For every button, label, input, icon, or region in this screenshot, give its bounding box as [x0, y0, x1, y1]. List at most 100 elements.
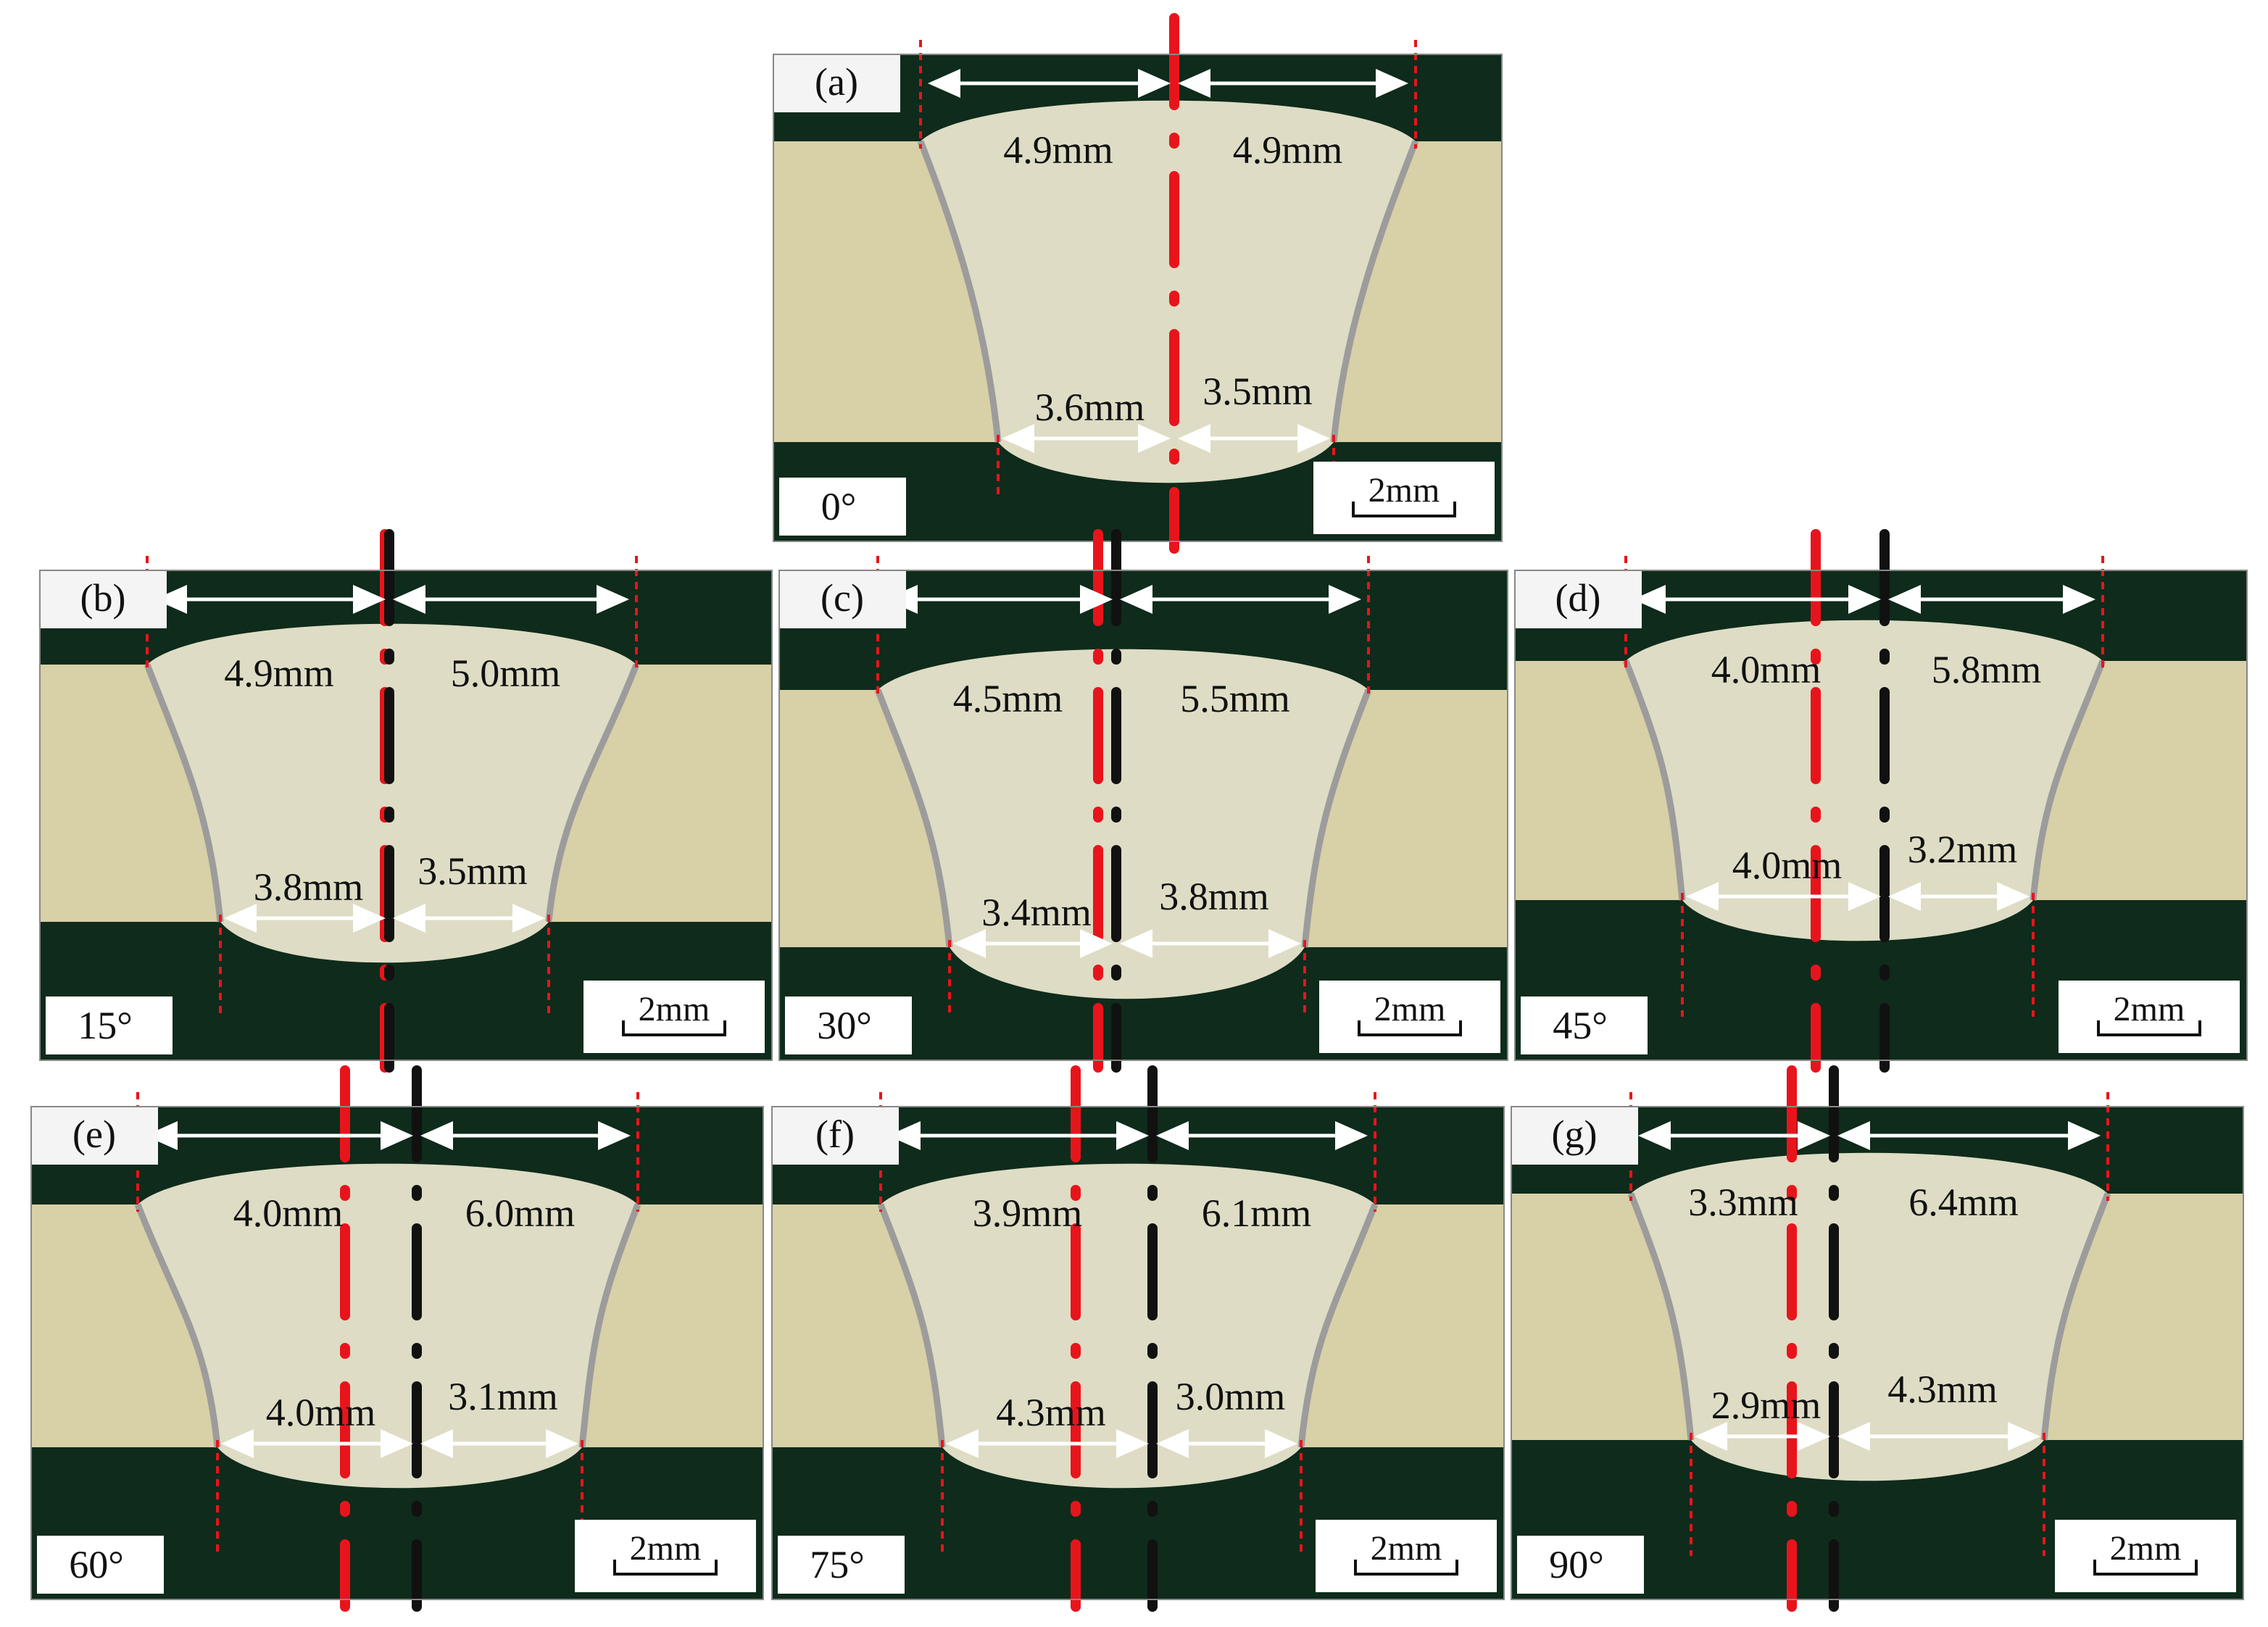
top-left-width-label: 4.0mm	[1711, 648, 1822, 691]
top-right-width-label: 5.8mm	[1932, 648, 2042, 691]
panel-label: (g)	[1552, 1112, 1598, 1156]
panel-label: (b)	[80, 576, 126, 620]
fusion-line-right	[2040, 1192, 2111, 1441]
scale-bar-box	[583, 981, 765, 1053]
scale-bar-label: 2mm	[630, 1529, 702, 1568]
angle-label: 75°	[810, 1543, 865, 1586]
top-left-width-label: 4.9mm	[224, 652, 334, 695]
scale-bar-label: 2mm	[1368, 471, 1440, 509]
panel-image-b	[40, 570, 772, 1060]
bottom-left-width-label: 3.8mm	[254, 865, 364, 909]
angle-label-box	[779, 478, 906, 536]
panel-image-g	[1511, 1107, 2243, 1599]
top-left-width-label: 3.9mm	[973, 1191, 1083, 1235]
fusion-line-right	[1330, 140, 1419, 443]
fusion-line-right	[545, 663, 640, 923]
fusion-line-right	[578, 1203, 641, 1448]
top-right-width-label: 6.1mm	[1202, 1191, 1312, 1235]
panel-frame	[773, 54, 1503, 542]
bottom-right-width-label: 3.5mm	[1202, 370, 1313, 413]
angle-label: 90°	[1549, 1543, 1604, 1586]
fusion-line-left	[134, 1203, 221, 1448]
panel-label: (f)	[815, 1112, 855, 1156]
scale-bar-label: 2mm	[1374, 990, 1446, 1028]
fusion-line-right	[2030, 659, 2106, 901]
angle-label-box	[778, 1536, 905, 1594]
panel-image-f	[772, 1107, 1504, 1599]
scale-bar-box	[2059, 981, 2240, 1053]
panel-label-box	[31, 1107, 158, 1165]
bottom-right-width-label: 3.2mm	[1908, 828, 2018, 871]
top-right-width-label: 6.0mm	[465, 1191, 576, 1235]
scale-bar-label: 2mm	[639, 990, 710, 1028]
weld-bead	[1631, 1152, 2108, 1481]
panel-label: (d)	[1555, 576, 1601, 620]
bottom-left-width-label: 4.0mm	[266, 1391, 376, 1434]
weld-bead	[921, 100, 1416, 483]
panel-frame	[39, 570, 773, 1061]
angle-label: 0°	[821, 485, 857, 528]
panel-label-box	[779, 570, 906, 628]
panel-label-box	[1511, 1107, 1638, 1165]
bottom-left-width-label: 4.3mm	[996, 1391, 1106, 1434]
weld-bead	[1626, 620, 2103, 941]
panel-frame	[771, 1106, 1505, 1600]
scale-bar-line	[622, 1020, 726, 1036]
angle-label-box	[785, 996, 912, 1054]
bottom-left-width-label: 4.0mm	[1732, 844, 1843, 887]
scale-bar-box	[575, 1520, 756, 1592]
scale-bar-line	[2097, 1020, 2201, 1036]
fusion-line-left	[1622, 659, 1686, 901]
scale-bar-box	[1319, 981, 1500, 1053]
top-right-width-label: 6.4mm	[1908, 1181, 2019, 1224]
panel-f: 3.9mm 6.1mm 4.3mm 3.0mm (f) 75° 2mm	[771, 1065, 1505, 1612]
panel-image-e	[31, 1107, 763, 1599]
fusion-line-left	[917, 140, 1002, 443]
panel-label-box	[772, 1107, 899, 1165]
panel-image-a	[773, 54, 1502, 541]
scale-bar-line	[1358, 1020, 1462, 1036]
fusion-line-left	[874, 688, 953, 948]
scale-bar-box	[1316, 1520, 1497, 1592]
scale-bar-label: 2mm	[2114, 990, 2185, 1028]
scale-bar-box	[1313, 462, 1495, 534]
scale-bar-line	[1352, 502, 1456, 517]
panel-image-c	[779, 570, 1508, 1060]
panel-frame	[30, 1106, 764, 1600]
top-right-width-label: 5.5mm	[1180, 677, 1290, 720]
bottom-left-width-label: 3.6mm	[1035, 386, 1145, 429]
top-left-width-label: 4.5mm	[953, 677, 1063, 720]
angle-label: 60°	[69, 1543, 124, 1586]
scale-bar-line	[613, 1560, 718, 1576]
panel-label-box	[40, 570, 167, 628]
angle-label-box	[1521, 996, 1648, 1054]
bottom-right-width-label: 3.8mm	[1159, 875, 1269, 918]
fusion-line-right	[1297, 1203, 1379, 1448]
panel-label: (e)	[72, 1112, 116, 1156]
fusion-line-right	[1301, 688, 1372, 948]
bottom-right-width-label: 3.0mm	[1176, 1375, 1286, 1418]
panel-frame	[1514, 570, 2248, 1061]
bottom-right-width-label: 3.5mm	[418, 849, 528, 893]
scale-bar-line	[2093, 1560, 2198, 1576]
angle-label: 30°	[817, 1004, 872, 1047]
top-right-width-label: 4.9mm	[1233, 128, 1343, 172]
top-right-width-label: 5.0mm	[451, 652, 561, 695]
bottom-left-width-label: 3.4mm	[981, 891, 1092, 934]
weld-bead	[878, 649, 1368, 999]
panel-frame	[778, 570, 1508, 1061]
fusion-line-left	[877, 1203, 946, 1448]
top-left-width-label: 4.0mm	[233, 1191, 344, 1235]
scale-bar-label: 2mm	[1371, 1529, 1442, 1568]
weld-bead	[147, 623, 636, 963]
panel-frame	[1511, 1106, 2244, 1600]
fusion-line-left	[1627, 1192, 1695, 1441]
scale-bar-label: 2mm	[2110, 1529, 2182, 1568]
